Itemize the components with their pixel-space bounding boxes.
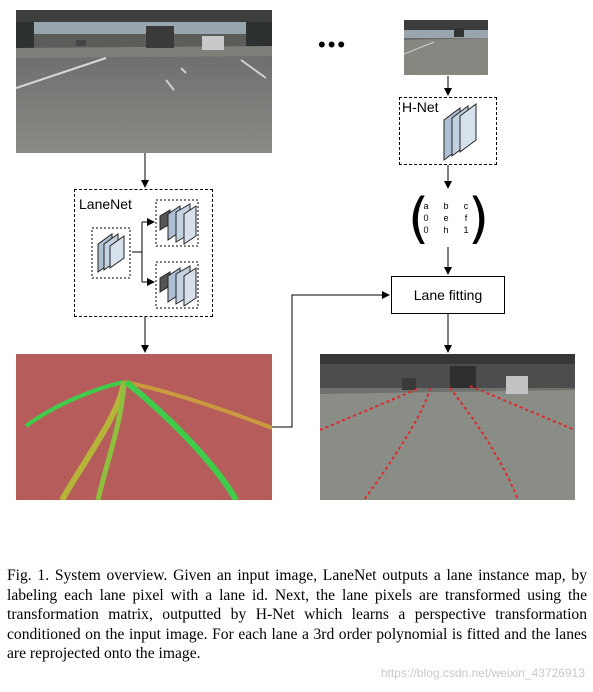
output-road-image	[320, 354, 575, 500]
lane-fitting-label: Lane fitting	[413, 287, 483, 303]
hnet-icon	[443, 103, 477, 161]
matrix-cell: a	[423, 201, 429, 211]
matrix-cell: b	[443, 201, 449, 211]
matrix-cell: 0	[423, 213, 429, 223]
matrix-cell: f	[464, 213, 468, 223]
lanenet-branch-arrows	[132, 218, 155, 286]
matrix-cell: c	[463, 201, 469, 211]
small-road-image	[404, 20, 488, 75]
matrix-cell: e	[443, 213, 449, 223]
lanenet-encoder-icon	[91, 227, 131, 279]
matrix-cell: 0	[423, 225, 429, 235]
figure-caption: Fig. 1. System overview. Given an input …	[7, 567, 587, 662]
lanenet-box	[74, 189, 213, 317]
transformation-matrix: ( ) a b c 0 e f 0 h 1	[408, 192, 489, 246]
input-road-image	[16, 10, 272, 153]
watermark: https://blog.csdn.net/weixin_43726913	[380, 666, 585, 680]
matrix-cell: h	[443, 225, 449, 235]
arrow-instance-to-fitting	[272, 291, 390, 428]
lane-instance-map	[16, 354, 272, 500]
matrix-right-paren: )	[468, 187, 490, 250]
ellipsis: •••	[318, 32, 348, 57]
matrix-cell: 1	[463, 225, 469, 235]
hnet-box	[399, 97, 497, 165]
lane-fitting-box: Lane fitting	[391, 276, 505, 314]
lanenet-label: LaneNet	[79, 196, 132, 212]
matrix-left-paren: (	[408, 187, 430, 250]
hnet-label: H-Net	[402, 99, 439, 115]
lanenet-decoder-top-icon	[155, 199, 199, 247]
lanenet-decoder-bottom-icon	[155, 261, 199, 309]
diagram-overlay	[91, 76, 477, 428]
